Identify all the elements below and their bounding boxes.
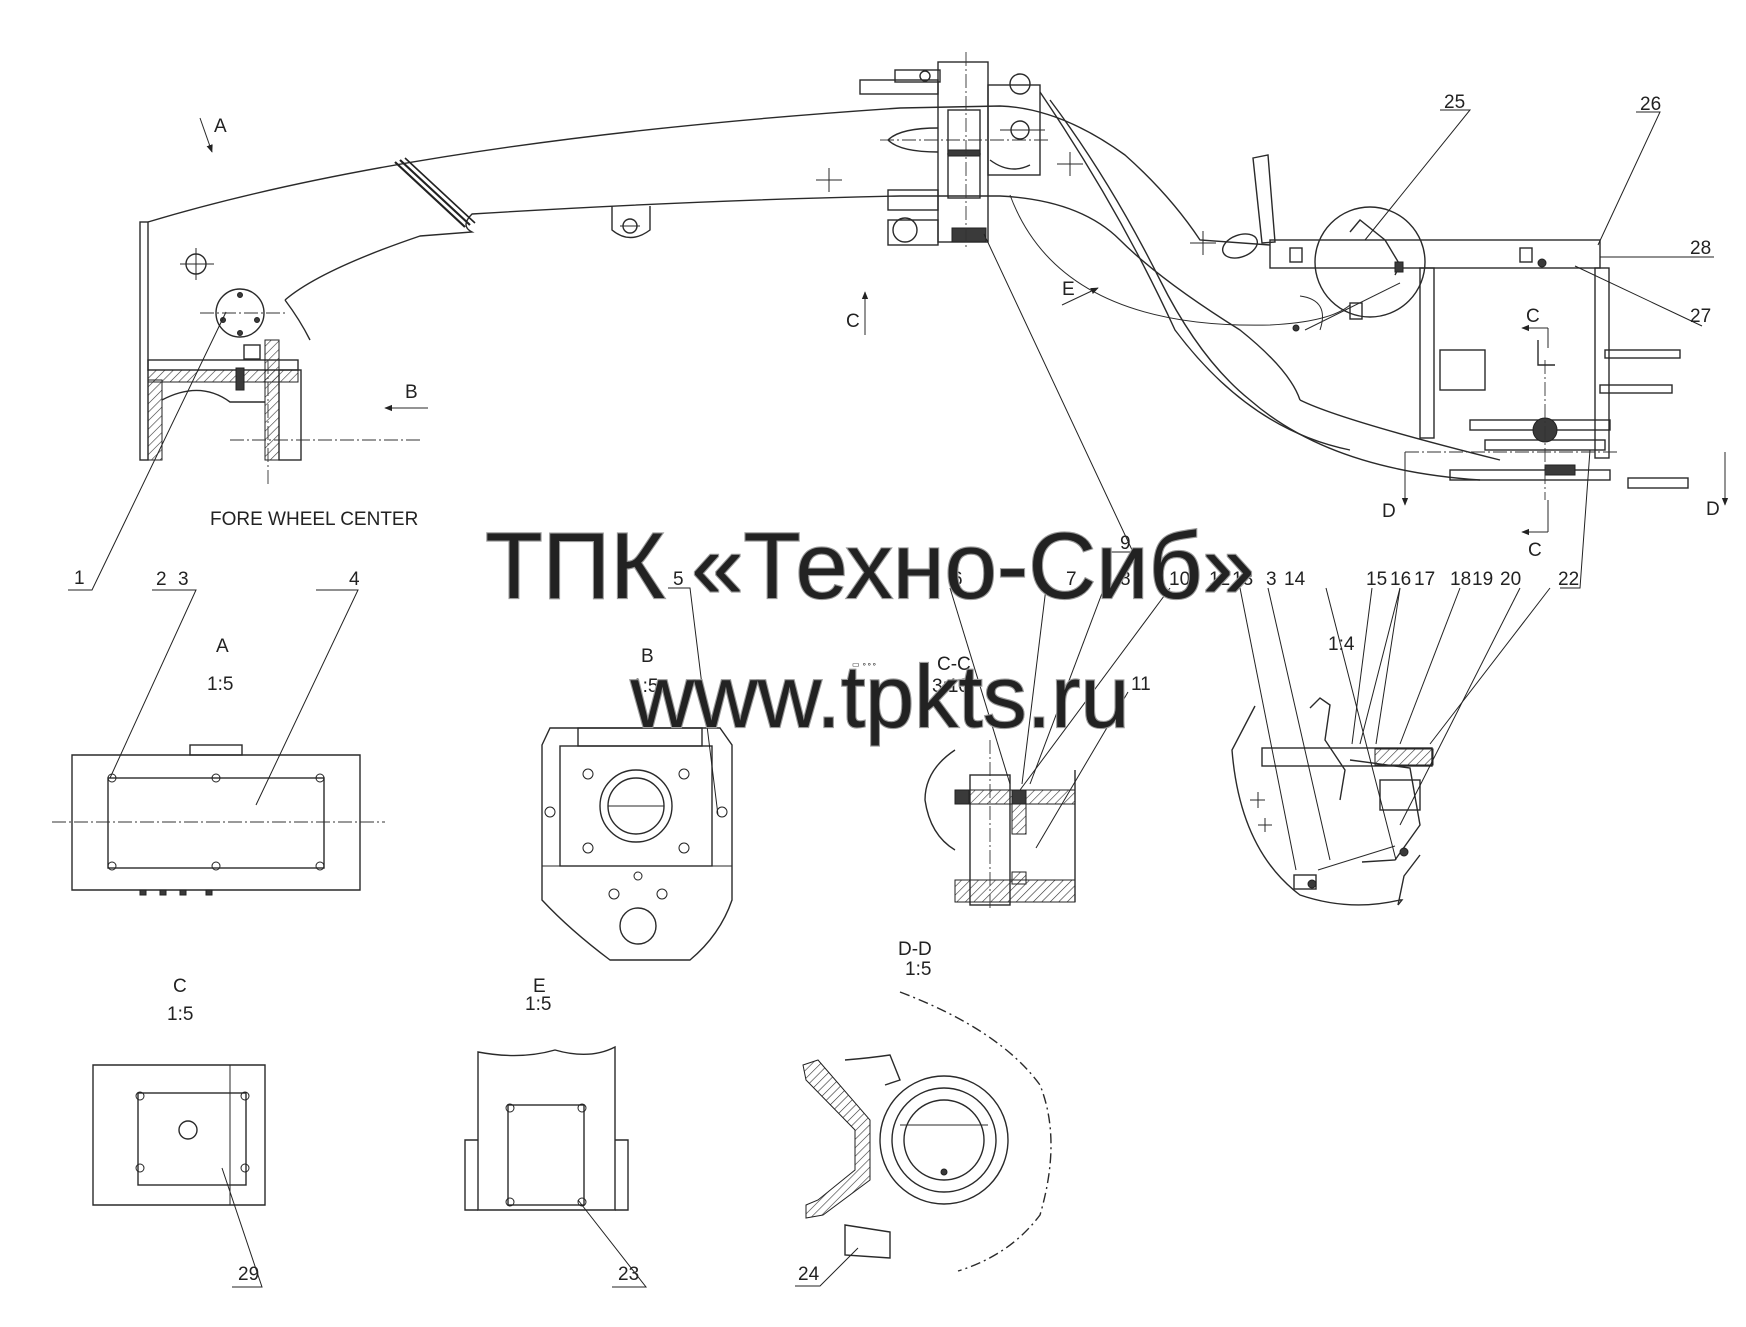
view-b: B 1:5 ▭ ∘∘∘ — [541, 646, 877, 961]
detail-view: 1:4 — [1231, 634, 1434, 906]
svg-text:C: C — [1526, 306, 1540, 327]
callout-22: 22 — [1558, 569, 1579, 590]
section-mark-d-right: D — [1706, 452, 1729, 520]
svg-text:E: E — [1062, 279, 1075, 300]
callout-24: 24 — [798, 1264, 820, 1285]
callout-leaders — [68, 109, 1714, 1288]
svg-text:C: C — [1528, 540, 1542, 561]
watermark-company: ТПК «Техно-Сиб» — [485, 513, 1255, 618]
main-view: A B C E C C D — [139, 52, 1729, 561]
view-c: C 1:5 — [92, 976, 266, 1206]
svg-text:C-C: C-C — [937, 654, 971, 675]
callout-25: 25 — [1444, 92, 1465, 113]
view-arrow-c: C — [846, 291, 869, 335]
fore-wheel-center-note: FORE WHEEL CENTER — [210, 509, 418, 530]
svg-text:A: A — [214, 116, 227, 137]
hinge-assembly — [859, 52, 1050, 250]
watermark-site: www.tpkts.ru — [630, 647, 1130, 746]
svg-text:1:5: 1:5 — [525, 994, 551, 1015]
round-plate — [180, 248, 285, 338]
callout-3b: 3 — [1266, 569, 1277, 590]
diagonal-rib — [394, 157, 476, 228]
section-cc: C-C 3:10 — [924, 654, 1076, 910]
callout-5: 5 — [673, 569, 684, 590]
right-platform — [1269, 206, 1689, 500]
boom-lower-edge — [284, 195, 1301, 401]
boom-upper-edge — [147, 105, 1271, 246]
callout-11: 11 — [1131, 674, 1151, 695]
callout-8: 8 — [1120, 569, 1131, 590]
center-marks — [816, 152, 1216, 255]
callout-4: 4 — [349, 569, 360, 590]
view-a: A 1:5 — [52, 636, 385, 896]
upright-tab — [1252, 154, 1276, 244]
oval-slot — [1221, 233, 1259, 259]
view-arrow-a: A — [199, 116, 227, 153]
callout-6: 6 — [952, 569, 963, 590]
callout-12: 12 — [1209, 569, 1230, 590]
svg-text:1:5: 1:5 — [632, 676, 658, 697]
lower-lug — [611, 206, 651, 239]
svg-text:D: D — [1382, 501, 1396, 522]
rear-arm — [1049, 99, 1481, 481]
svg-text:D: D — [1706, 499, 1720, 520]
callout-2: 2 — [156, 569, 167, 590]
svg-text:3:10: 3:10 — [932, 676, 969, 697]
callout-17: 17 — [1414, 569, 1435, 590]
svg-text:D-D: D-D — [898, 939, 932, 960]
svg-text:1:5: 1:5 — [207, 674, 233, 695]
callout-16: 16 — [1390, 569, 1411, 590]
callout-20: 20 — [1500, 569, 1521, 590]
callout-10: 10 — [1169, 569, 1190, 590]
callout-18: 18 — [1450, 569, 1471, 590]
callout-14: 14 — [1284, 569, 1306, 590]
callout-13: 13 — [1232, 569, 1253, 590]
base-bracket — [147, 339, 420, 485]
callout-7: 7 — [1066, 569, 1077, 590]
callout-19: 19 — [1472, 569, 1493, 590]
svg-text:B: B — [405, 382, 418, 403]
svg-text:B: B — [641, 646, 654, 667]
callout-29: 29 — [238, 1264, 259, 1285]
callout-1: 1 — [74, 568, 85, 589]
callout-numbers: 1 2 3 4 5 6 7 8 9 10 11 12 13 3 14 15 16… — [74, 92, 1711, 1285]
callout-3: 3 — [178, 569, 189, 590]
front-plate — [139, 221, 149, 461]
svg-text:C: C — [846, 311, 860, 332]
svg-text:▭ ∘∘∘: ▭ ∘∘∘ — [852, 660, 877, 669]
svg-text:1:5: 1:5 — [905, 959, 931, 980]
cable-route — [1009, 194, 1351, 326]
callout-15: 15 — [1366, 569, 1387, 590]
callout-28: 28 — [1690, 238, 1711, 259]
section-mark-c-bottom: C — [1521, 500, 1549, 561]
svg-text:E: E — [533, 976, 546, 997]
section-mark-d-left: D — [1382, 451, 1620, 522]
svg-text:C: C — [173, 976, 187, 997]
section-mark-c-top: C — [1521, 306, 1549, 348]
svg-text:1:5: 1:5 — [167, 1004, 193, 1025]
svg-text:A: A — [216, 636, 229, 657]
view-arrow-b: B — [384, 382, 428, 412]
watermark: ТПК «Техно-Сиб» www.tpkts.ru — [484, 512, 1256, 747]
callout-9: 9 — [1120, 533, 1131, 554]
callout-23: 23 — [618, 1264, 639, 1285]
callout-27: 27 — [1690, 306, 1711, 327]
view-e: E 1:5 — [464, 976, 629, 1211]
view-arrow-e: E — [1061, 279, 1099, 306]
callout-26: 26 — [1640, 94, 1661, 115]
svg-text:1:4: 1:4 — [1328, 634, 1355, 655]
section-dd: D-D 1:5 — [802, 939, 1052, 1272]
